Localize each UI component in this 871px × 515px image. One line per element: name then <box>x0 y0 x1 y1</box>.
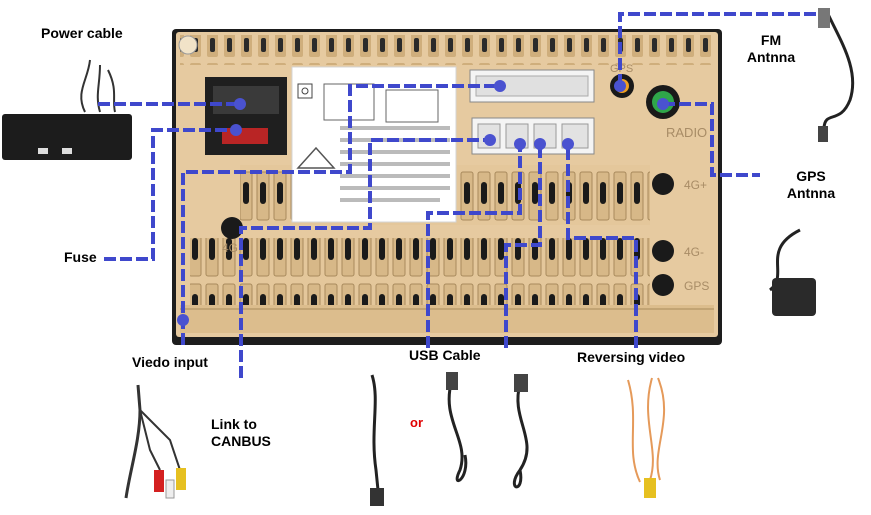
dot-fm <box>614 80 626 92</box>
gps-antenna-photo <box>768 228 816 316</box>
usb-cable-2-plug <box>446 372 458 390</box>
label-gps-antenna-line2: Antnna <box>786 185 836 201</box>
dot-power <box>234 98 246 110</box>
label-link-canbus-line2: CANBUS <box>211 433 271 449</box>
gps-antenna-line <box>663 102 760 177</box>
dot-video-end <box>177 314 189 326</box>
usb-cable-3 <box>512 383 529 489</box>
dot-usb-1 <box>514 138 526 150</box>
usb-cable-line-2 <box>504 144 542 348</box>
warning-triangle-icon <box>296 146 336 169</box>
fm-antenna-plug <box>818 8 830 28</box>
marking-4g-minus: 4G- <box>684 245 704 259</box>
usb-cable-2 <box>447 379 468 483</box>
dot-video-input <box>494 80 506 92</box>
label-fuse: Fuse <box>64 249 97 265</box>
reversing-video-plug <box>644 478 656 498</box>
label-reversing-video: Reversing video <box>577 349 686 365</box>
sticker-jack-hole <box>301 87 309 95</box>
fuse-line <box>104 128 236 261</box>
reversing-video-line <box>566 144 638 348</box>
screw-hole <box>178 35 198 55</box>
power-cable-pin-2 <box>62 148 72 154</box>
power-connector-pins <box>213 86 279 114</box>
dot-usb-2 <box>534 138 546 150</box>
label-video-input: Viedo input <box>132 354 208 370</box>
usb-cable-1 <box>370 374 380 491</box>
fm-antenna-line <box>618 12 818 86</box>
label-gps-antenna-line1: GPS <box>796 168 826 184</box>
label-power-cable: Power cable <box>41 25 123 41</box>
rca-yellow-plug <box>176 468 186 490</box>
canbus-line <box>239 138 490 378</box>
gps-antenna-module <box>772 278 816 316</box>
dot-reversing <box>562 138 574 150</box>
fm-antenna-cable <box>822 13 855 129</box>
video-input-line <box>181 84 500 345</box>
head-unit-chassis: GPS RADIO 4G+ 4G 4G- GPS <box>172 29 722 345</box>
label-link-canbus: Link to CANBUS <box>211 416 271 450</box>
reversing-video-photo <box>627 377 666 498</box>
rca-red-plug <box>154 470 164 492</box>
marking-4g-plus: 4G+ <box>684 178 707 192</box>
label-fm-antenna-line2: Antnna <box>746 49 796 65</box>
label-gps-antenna: GPS Antnna <box>778 168 844 202</box>
label-usb-cable: USB Cable <box>409 347 481 363</box>
dot-canbus <box>484 134 496 146</box>
label-fm-antenna: FM Antnna <box>740 32 802 66</box>
gps-bottom-jack <box>652 274 674 296</box>
dot-fuse <box>230 124 242 136</box>
lower-vent-row <box>190 238 650 306</box>
usb-cable-3-plug <box>514 374 528 392</box>
dot-gps <box>657 98 669 110</box>
bottom-rail <box>180 305 714 333</box>
label-link-canbus-line1: Link to <box>211 416 257 432</box>
4g-minus-jack <box>652 240 674 262</box>
marking-4g-left: 4G <box>222 241 238 255</box>
top-vent-row <box>180 35 714 65</box>
label-fm-antenna-line1: FM <box>760 32 782 48</box>
sticker-av-jack <box>297 83 313 99</box>
usb-cable-photos <box>370 372 529 506</box>
power-cable-photo <box>2 59 132 160</box>
power-cable-wires <box>80 59 116 113</box>
connector-lines <box>98 12 818 378</box>
rca-white-plug <box>165 479 175 499</box>
marking-gps-bottom: GPS <box>684 279 709 293</box>
connection-dots <box>177 80 669 326</box>
usb-cable-1-end <box>370 488 384 506</box>
usb-cable-line <box>426 144 522 348</box>
4g-left-jack <box>221 217 243 239</box>
power-cable-connector <box>2 114 132 160</box>
fuse-holder <box>222 128 268 144</box>
video-input-rca-lines <box>139 409 181 471</box>
4g-plus-jack <box>652 173 674 195</box>
fm-antenna-photo <box>818 8 855 142</box>
video-input-photo <box>124 384 186 499</box>
marking-radio: RADIO <box>666 125 707 140</box>
power-cable-pin-1 <box>38 148 48 154</box>
fm-antenna-end <box>818 126 828 142</box>
label-or: or <box>410 415 423 430</box>
sticker-connector-b <box>385 89 439 123</box>
reversing-video-wires <box>627 377 666 483</box>
video-input-cable <box>124 384 142 499</box>
